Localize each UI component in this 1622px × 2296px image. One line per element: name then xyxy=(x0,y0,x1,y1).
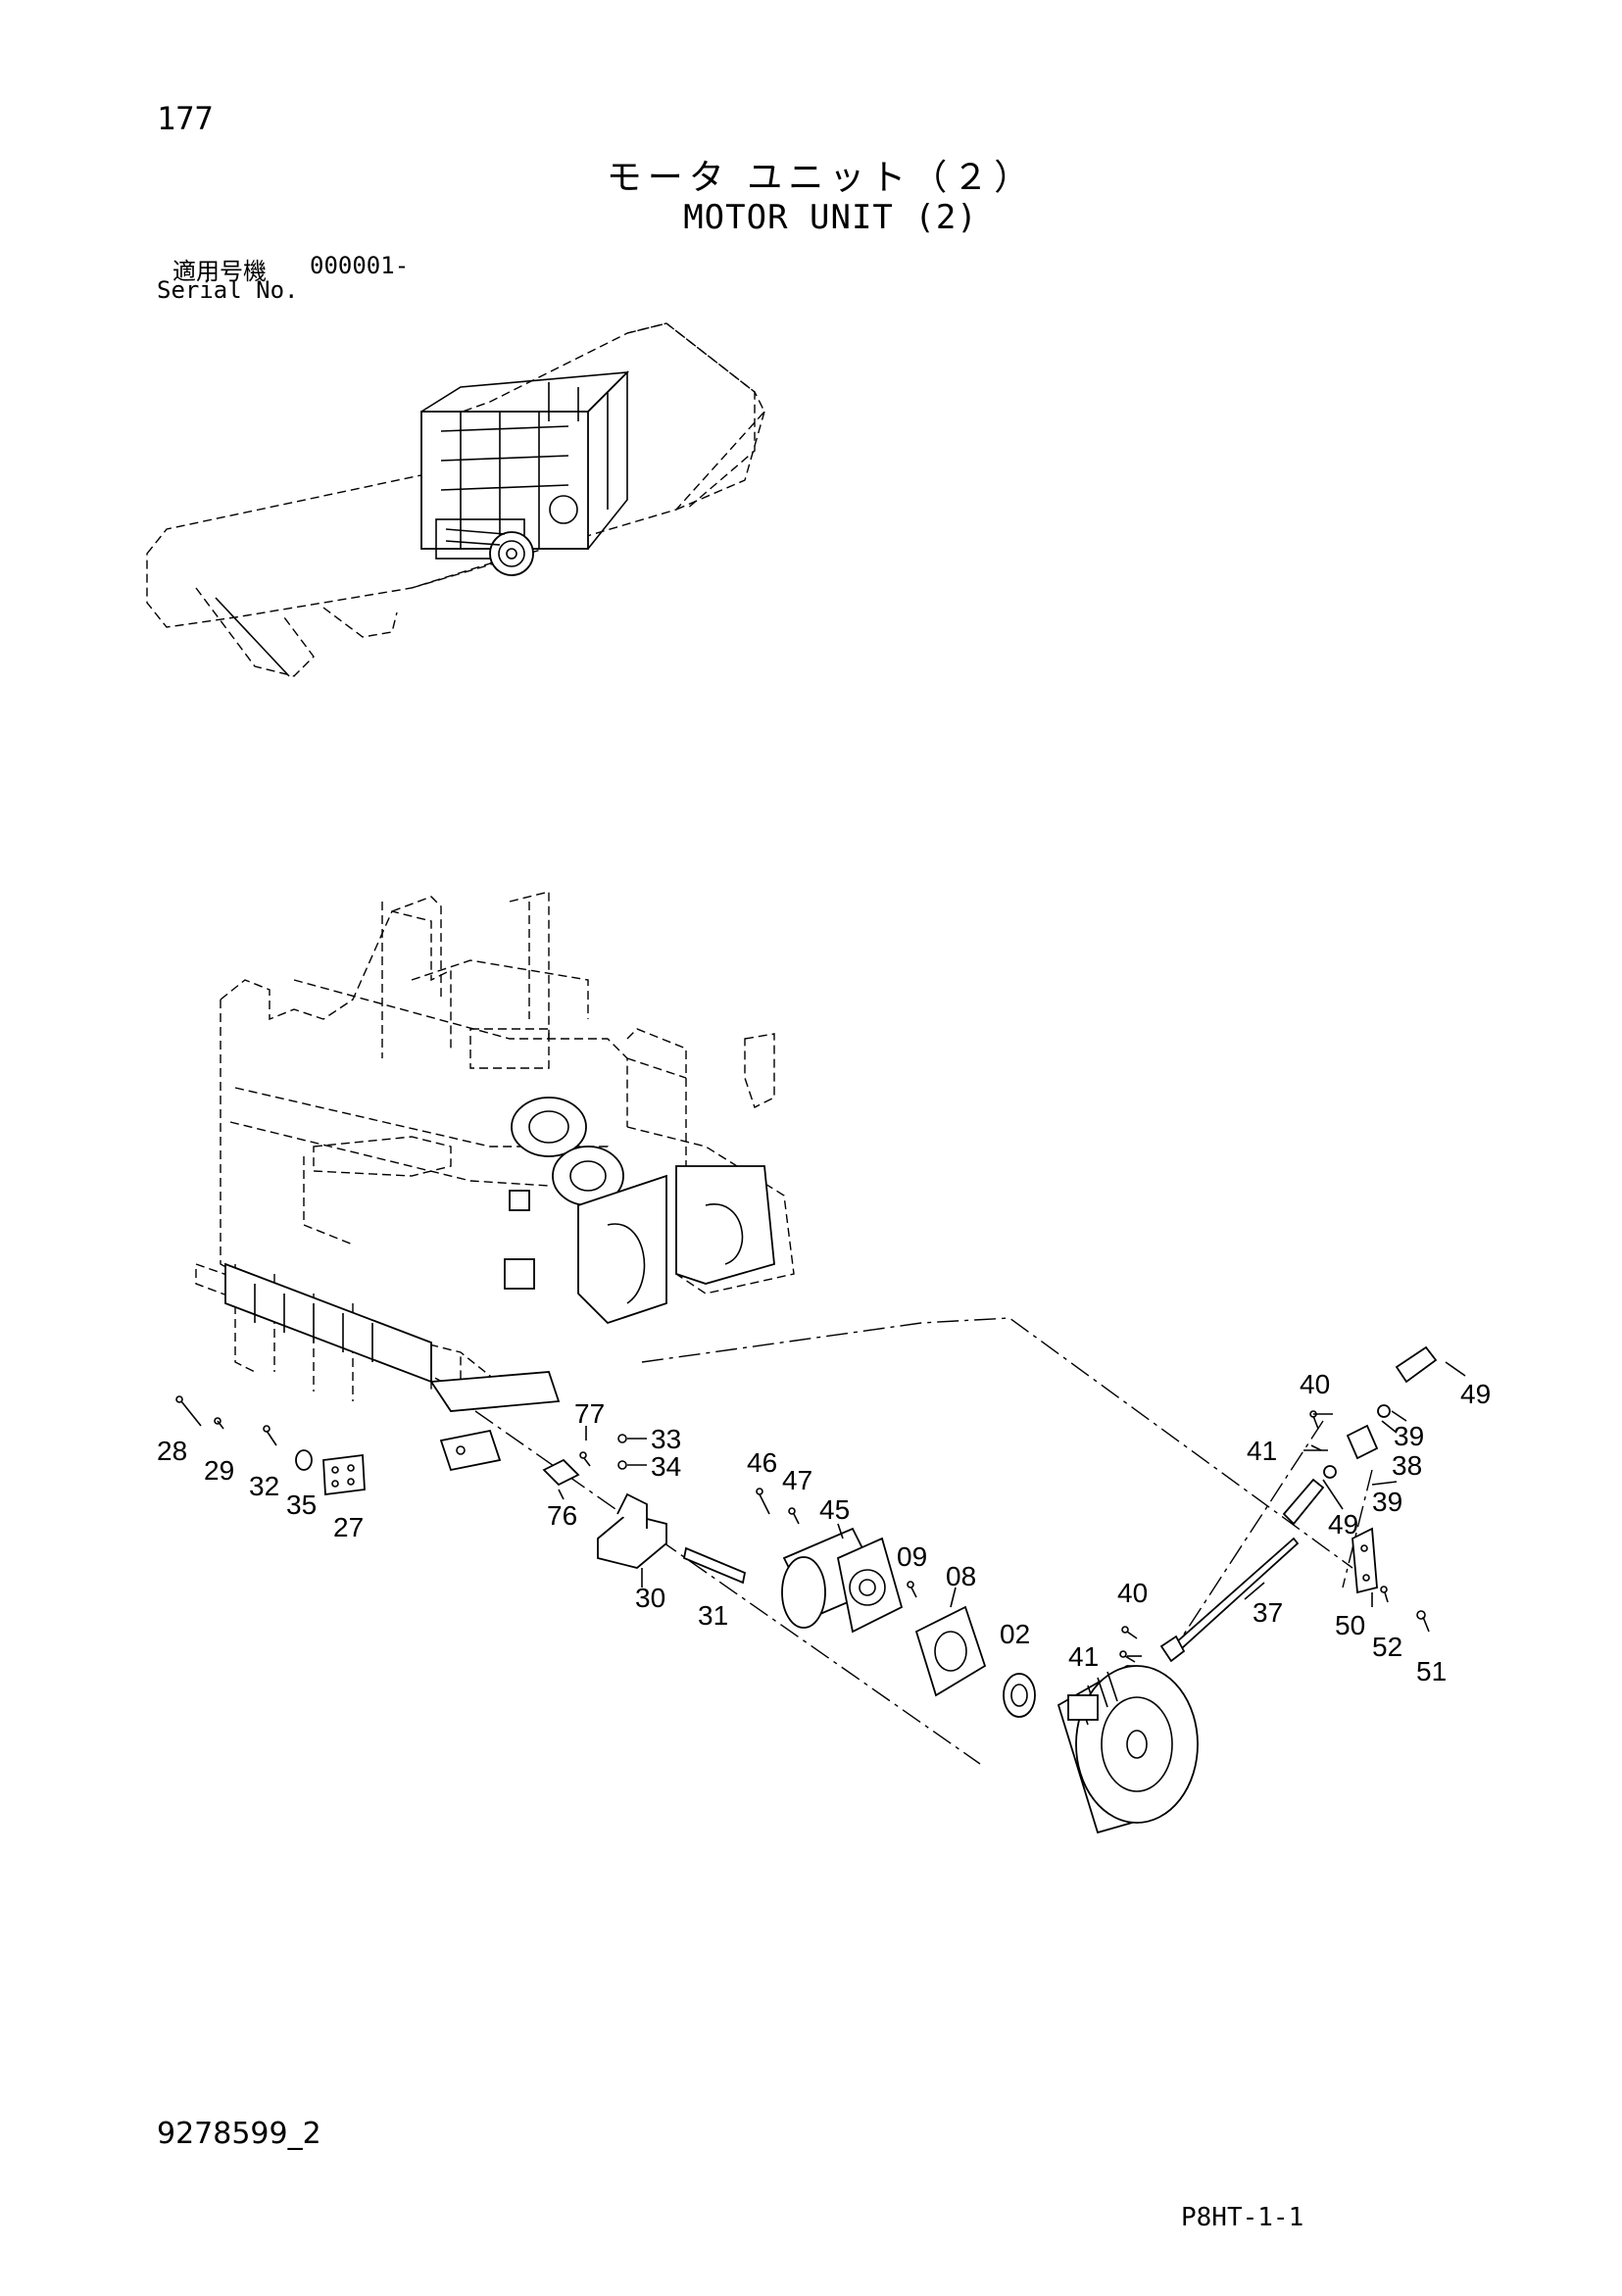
callout-27: 27 xyxy=(333,1512,364,1542)
callout-41-lower: 41 xyxy=(1068,1641,1099,1672)
callout-52: 52 xyxy=(1372,1632,1402,1662)
document-id: 9278599_2 xyxy=(157,2117,321,2151)
callout-45: 45 xyxy=(819,1494,850,1525)
callout-32: 32 xyxy=(249,1471,279,1501)
callout-28: 28 xyxy=(157,1436,187,1466)
callout-leaders xyxy=(558,1361,1466,1657)
page-code: P8HT-1-1 xyxy=(1181,2203,1304,2232)
callout-47: 47 xyxy=(782,1465,812,1495)
callout-38: 38 xyxy=(1392,1450,1422,1481)
callout-02: 02 xyxy=(1000,1619,1030,1649)
callout-76: 76 xyxy=(547,1500,577,1531)
callout-40-lower: 40 xyxy=(1117,1578,1148,1608)
callout-46: 46 xyxy=(747,1447,777,1478)
callout-50: 50 xyxy=(1335,1610,1365,1640)
serial-label-japanese: 適用号機 xyxy=(172,258,267,285)
serial-label-english: Serial No. xyxy=(157,276,299,304)
callout-77: 77 xyxy=(574,1398,605,1429)
exploded-parts xyxy=(175,1345,1438,1834)
callout-08: 08 xyxy=(946,1561,976,1591)
callout-40-upper: 40 xyxy=(1300,1369,1330,1399)
serial-number-value: 000001- xyxy=(310,252,410,279)
callout-41-upper: 41 xyxy=(1247,1436,1277,1466)
callout-49-upper: 49 xyxy=(1460,1379,1491,1409)
callout-51: 51 xyxy=(1416,1656,1447,1686)
callout-34: 34 xyxy=(651,1451,681,1482)
callout-30: 30 xyxy=(635,1583,665,1613)
frame-assembly-drawing xyxy=(195,891,795,1472)
callout-37: 37 xyxy=(1253,1597,1283,1628)
page-number: 177 xyxy=(157,100,214,137)
overview-location-drawing xyxy=(146,322,765,677)
page-title-english: MOTOR UNIT (2) xyxy=(683,198,978,237)
callout-31: 31 xyxy=(698,1600,728,1631)
callout-29: 29 xyxy=(204,1455,234,1486)
callout-39-upper: 39 xyxy=(1394,1421,1424,1451)
callout-35: 35 xyxy=(286,1490,317,1520)
callout-numbers: 28 29 32 35 27 77 33 34 76 30 31 46 47 4… xyxy=(157,1369,1491,1686)
page-title-japanese: モータ ユニット（２） xyxy=(606,158,1036,198)
callout-09: 09 xyxy=(897,1541,927,1572)
callout-49-lower: 49 xyxy=(1328,1509,1358,1539)
callout-33: 33 xyxy=(651,1424,681,1454)
callout-39-lower: 39 xyxy=(1372,1487,1402,1517)
